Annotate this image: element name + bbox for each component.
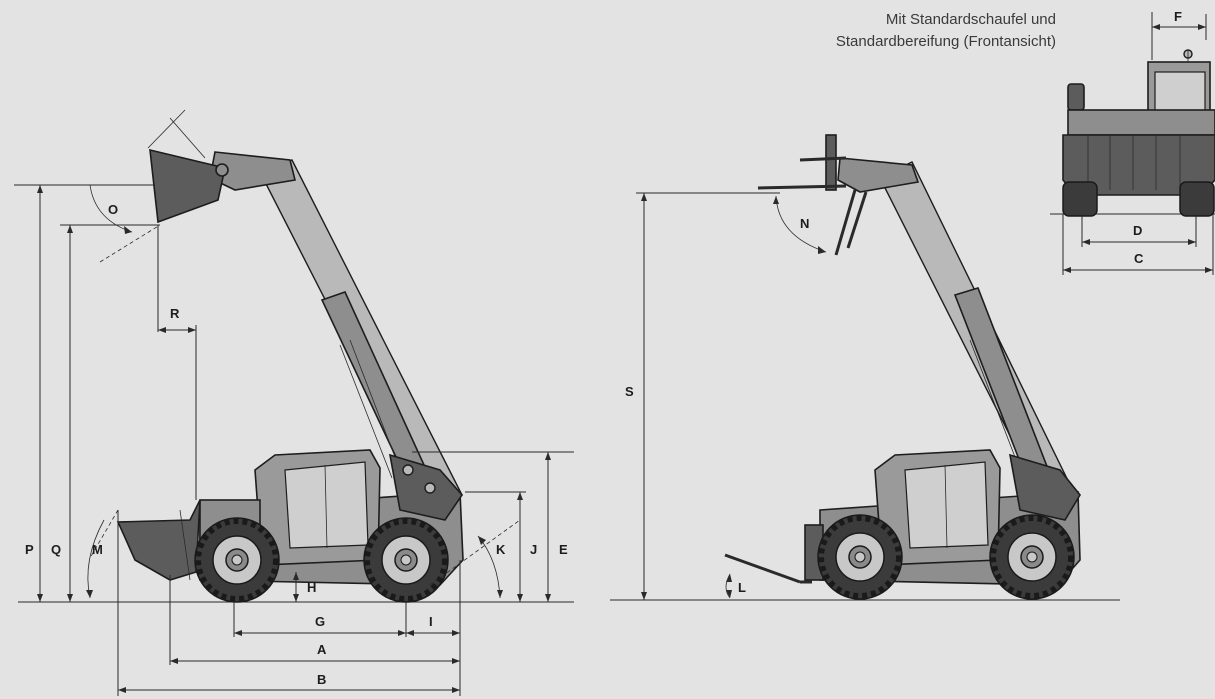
- label-Q: Q: [51, 542, 61, 557]
- side-view-fork-machine: [610, 134, 1120, 601]
- front-right-tyre: [1179, 181, 1215, 217]
- front-upper-body: [1067, 109, 1215, 136]
- front-view-machine: [1050, 12, 1215, 275]
- label-O: O: [108, 202, 118, 217]
- label-J: J: [530, 542, 537, 557]
- fork-boom-pivot: [1008, 453, 1081, 521]
- caption-line-2: Standardbereifung (Frontansicht): [836, 33, 1056, 50]
- rear-wheel-left: [363, 517, 449, 603]
- label-R: R: [170, 306, 180, 321]
- label-D: D: [1133, 223, 1142, 238]
- label-B: B: [317, 672, 326, 687]
- raised-bucket: [149, 148, 226, 224]
- label-N: N: [800, 216, 809, 231]
- label-A: A: [317, 642, 327, 657]
- rear-wheel-middle: [989, 514, 1075, 600]
- label-G: G: [315, 614, 325, 629]
- label-C: C: [1134, 251, 1144, 266]
- side-view-bucket-machine: [14, 109, 574, 696]
- label-S: S: [625, 384, 634, 399]
- label-I: I: [429, 614, 433, 629]
- label-L: L: [738, 580, 746, 595]
- front-wheel-middle: [817, 514, 903, 600]
- front-left-tyre: [1062, 181, 1098, 217]
- caption-line-1: Mit Standardschaufel und: [886, 11, 1056, 28]
- ground-bucket: [116, 499, 201, 581]
- label-M: M: [92, 542, 103, 557]
- fork-carriage: [825, 134, 837, 191]
- front-mirror: [1067, 83, 1085, 111]
- fork-cab-window: [904, 461, 989, 549]
- label-P: P: [25, 542, 34, 557]
- front-wheel-left: [194, 517, 280, 603]
- label-E: E: [559, 542, 568, 557]
- label-F: F: [1174, 9, 1182, 24]
- fork-boom-head: [837, 157, 920, 193]
- label-K: K: [496, 542, 506, 557]
- label-H: H: [307, 580, 316, 595]
